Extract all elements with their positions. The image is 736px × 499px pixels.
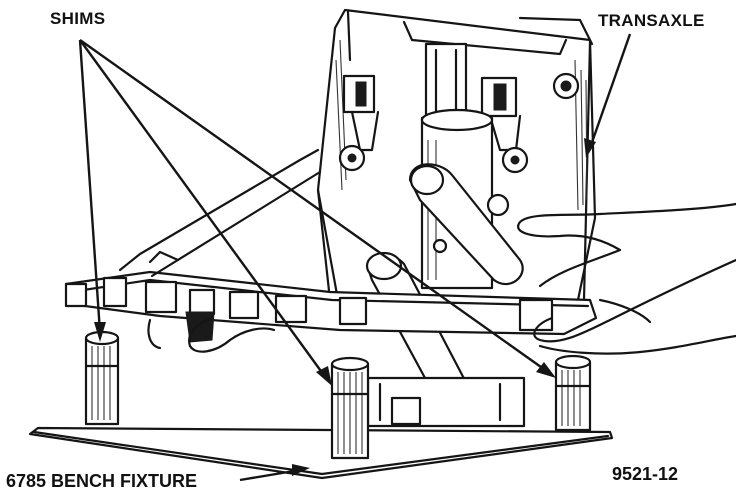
hand-left	[147, 316, 276, 353]
bench-fixture-label: 6785 BENCH FIXTURE	[6, 471, 197, 491]
transaxle-label: TRANSAXLE	[598, 11, 705, 30]
shims-leaders	[78, 39, 556, 386]
shim-post-left	[84, 330, 120, 426]
fixture-block	[366, 376, 526, 428]
shims-label: SHIMS	[50, 9, 105, 28]
bench-fixture-plate	[28, 426, 614, 480]
shim-post-right	[554, 354, 592, 432]
bracket-right	[480, 76, 529, 174]
shim-post-center	[330, 356, 370, 460]
figure-ref-label: 9521-12	[612, 464, 678, 484]
bench-fixture-leader	[239, 464, 310, 482]
hand-right	[517, 202, 736, 355]
transaxle-leader	[584, 33, 632, 158]
bracket-left	[338, 74, 380, 172]
roller-upper	[408, 163, 524, 286]
